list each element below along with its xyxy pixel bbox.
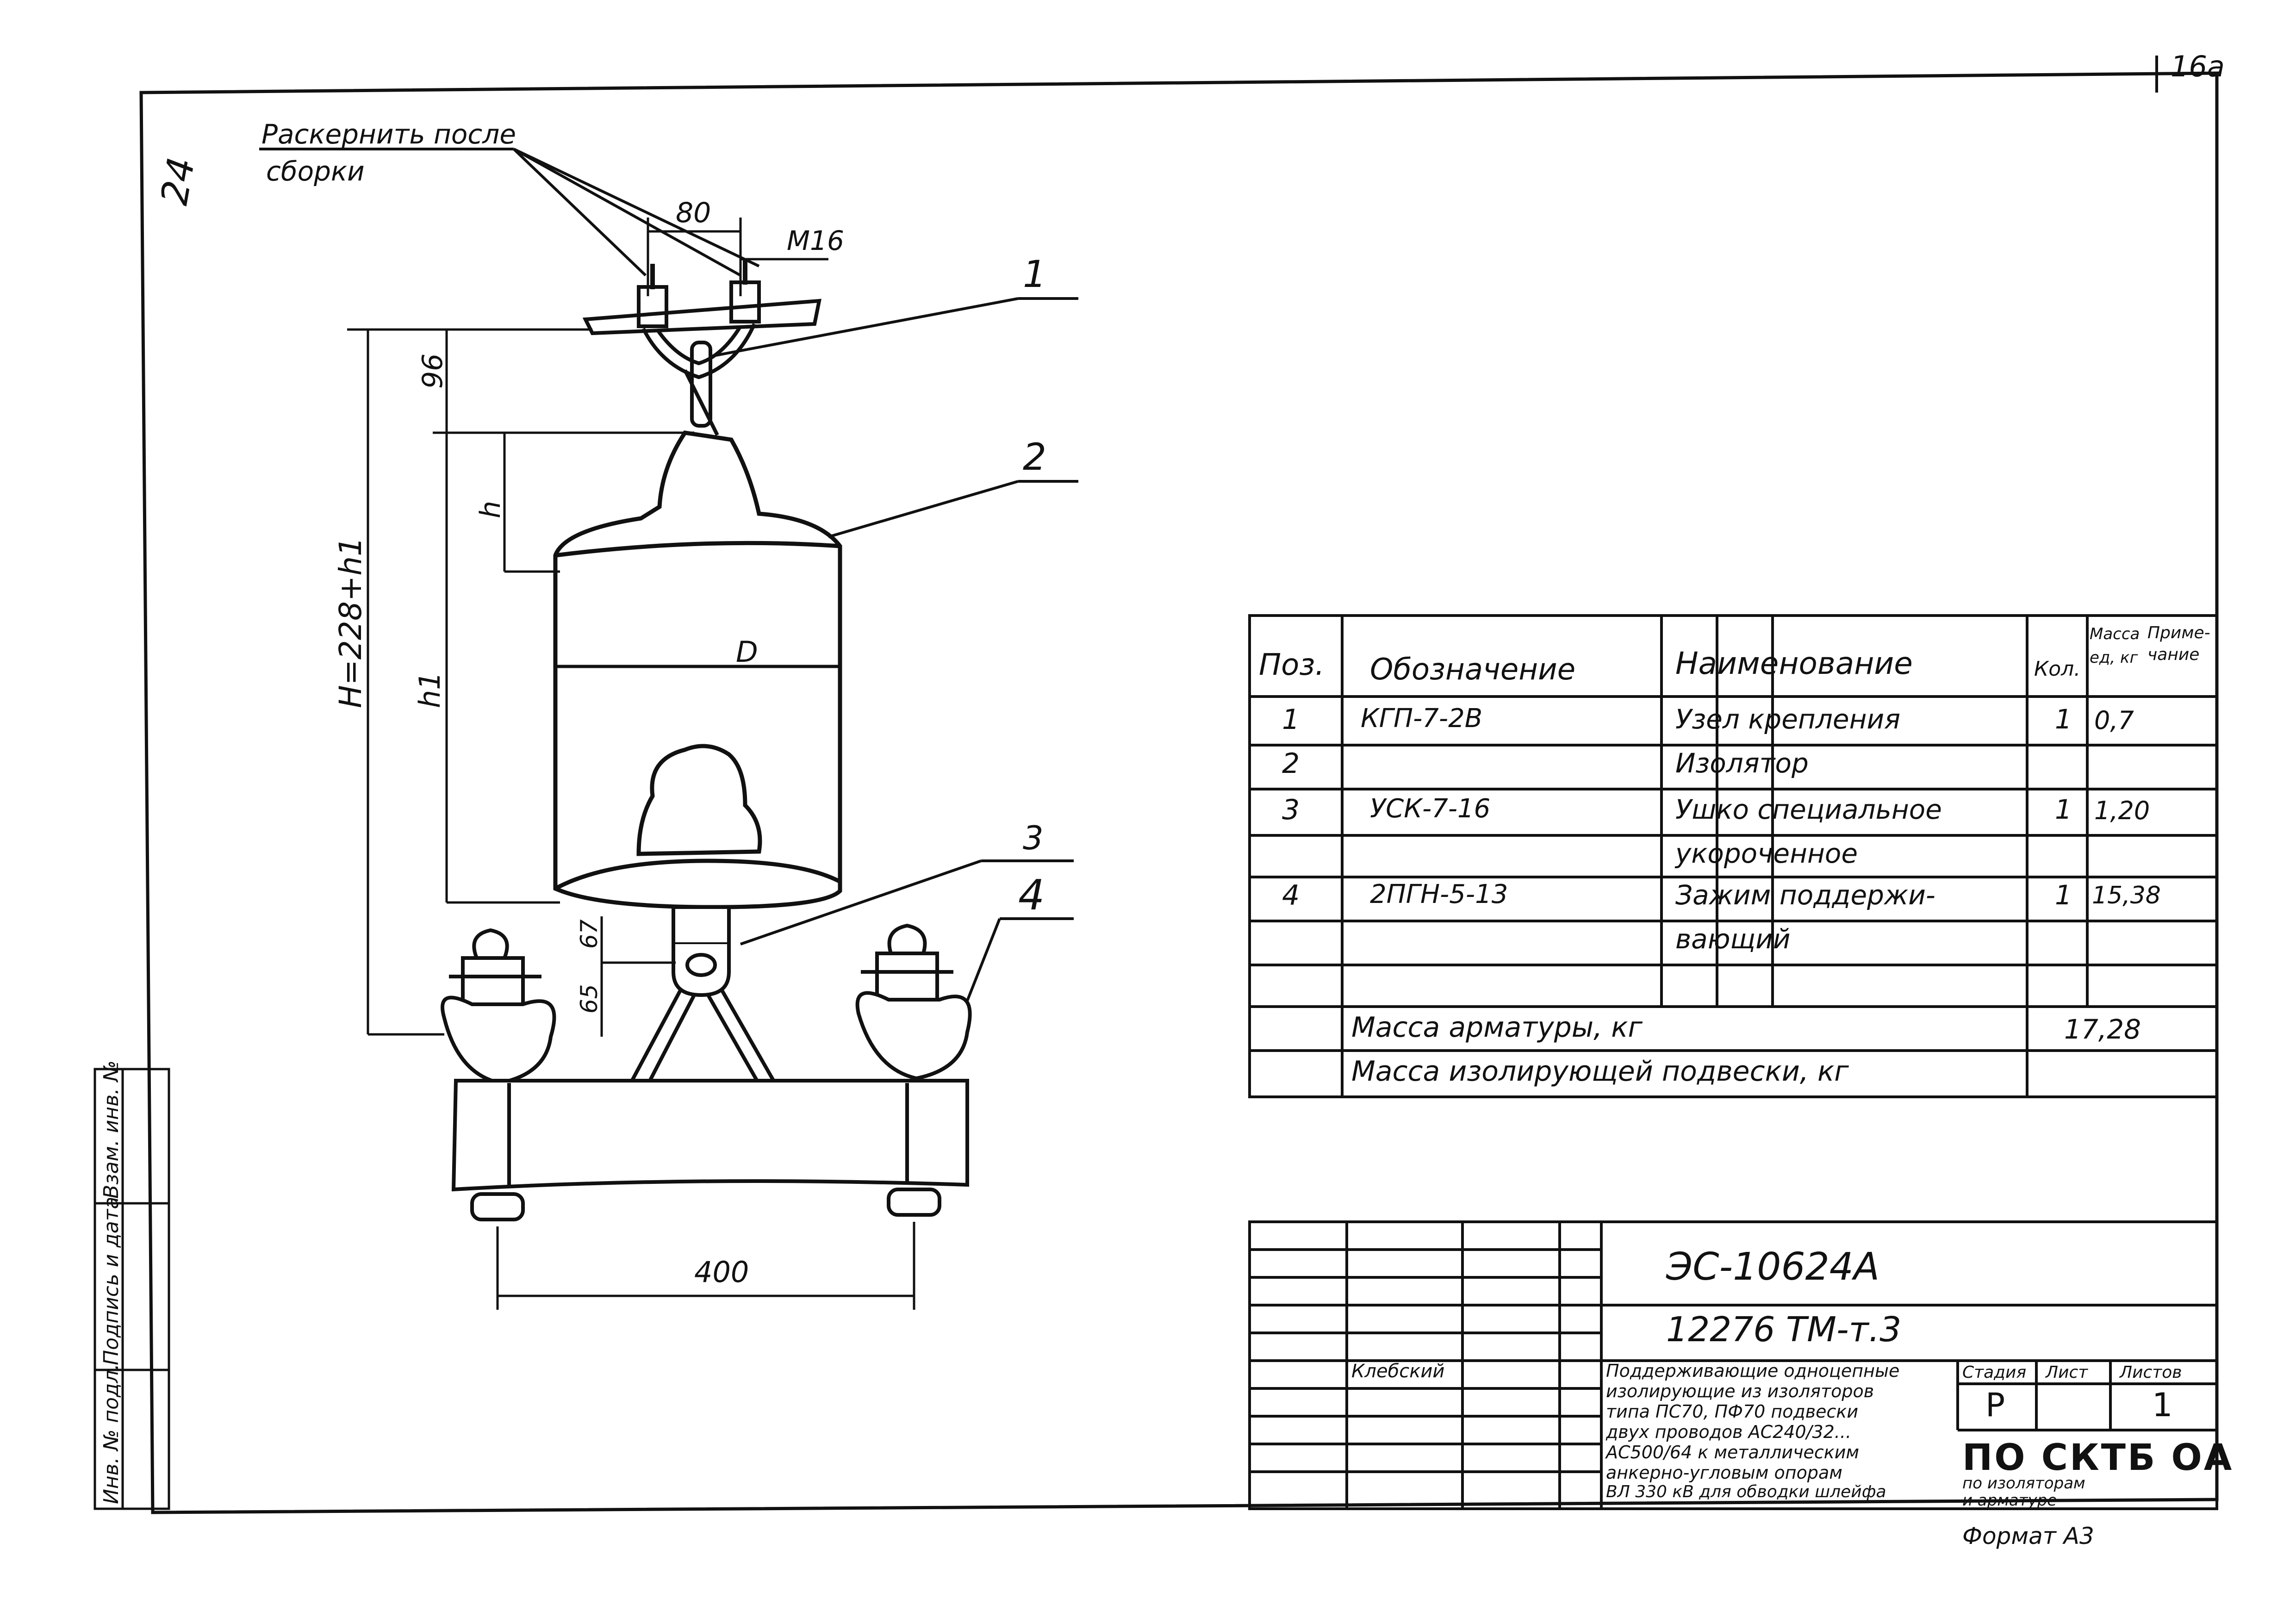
dim-67-65 (600, 916, 676, 1037)
sheet-label: Лист (2046, 1363, 2088, 1382)
org-name: ПО СКТБ ОА (1962, 1437, 2234, 1479)
doc-code: ЭС-10624А (1666, 1245, 1880, 1289)
org-sub-1: по изоляторам (1962, 1474, 2085, 1493)
title-line: двух проводов АС240/32... (1606, 1422, 1852, 1442)
spec-table-grid (1248, 614, 2218, 1098)
spec-row-5-mass: 15,38 (2092, 882, 2161, 909)
title-line: анкерно-угловым опорам (1606, 1462, 1842, 1483)
title-block-grid (1248, 1220, 2218, 1510)
note-leaders (259, 148, 760, 277)
clamp-4-left (441, 928, 556, 1085)
org-sub-2: и арматуре (1962, 1491, 2057, 1510)
dim-h1-label: h1 (413, 672, 447, 708)
dim-67-label: 67 (576, 919, 603, 949)
mass-armature-label: Масса арматуры, кг (1351, 1011, 1643, 1044)
dim-80-label: 80 (676, 197, 711, 229)
spec-row-3-pos: 3 (1282, 794, 1300, 826)
spec-header-designation: Обозначение (1370, 653, 1576, 687)
title-lines: Поддерживающие одноцепные изолирующие из… (1606, 1361, 1958, 1501)
side-stamp-invnum: Взам. инв. № (100, 1060, 123, 1199)
spec-row-3-name: Ушко специальное (1675, 794, 1942, 825)
side-stamp-signature: Подпись и дата (100, 1197, 123, 1365)
spec-row-5-qty: 1 (2055, 879, 2072, 911)
callout-1: 1 (1023, 253, 1046, 296)
sheet-value: 1 (2152, 1386, 2173, 1424)
signer-name: Клебский (1351, 1361, 1445, 1382)
insulator-2 (553, 430, 842, 909)
dim-D-label: D (736, 635, 758, 669)
dim-H-label: H=228+h1 (333, 537, 368, 708)
title-line: изолирующие из изоляторов (1606, 1381, 1874, 1401)
note-line-1: Раскернить после (261, 118, 516, 150)
spec-header-name: Наименование (1675, 646, 1913, 681)
side-stamp-original: Инв. № подл. (100, 1363, 123, 1504)
dim-80 (647, 218, 828, 296)
spec-row-1-des: КГП-7-2В (1361, 703, 1483, 734)
note-line-2: сборки (266, 156, 365, 187)
dim-400-label: 400 (694, 1255, 749, 1289)
fitting-1-fastening-unit (582, 259, 821, 436)
spec-row-3-des: УСК-7-16 (1370, 794, 1491, 824)
spec-header-pos: Поз. (1259, 648, 1325, 682)
spec-row-3-qty: 1 (2055, 794, 2072, 825)
sheet-number-top: 16a (2171, 50, 2225, 83)
spec-row-6-name: вающий (1675, 923, 1791, 955)
sheets-label: Листов (2120, 1363, 2182, 1382)
callout-leaders (710, 297, 1078, 1008)
spec-header-mass: Масса ед, кг (2090, 625, 2140, 667)
spec-row-1-qty: 1 (2055, 703, 2072, 735)
spec-row-1-mass: 0,7 (2094, 706, 2134, 735)
spec-row-2-pos: 2 (1282, 747, 1300, 780)
callout-2: 2 (1023, 436, 1046, 479)
stage-label: Стадия (1962, 1363, 2027, 1382)
spec-row-1-pos: 1 (1282, 703, 1300, 736)
dim-h-label: h (474, 501, 507, 518)
dim-400 (496, 1222, 915, 1310)
yoke (451, 1079, 969, 1221)
title-line: АС500/64 к металлическим (1606, 1442, 1860, 1462)
title-line: типа ПС70, ПФ70 подвески (1606, 1401, 1859, 1422)
spec-row-5-name: Зажим поддержи- (1675, 879, 1935, 911)
project-code: 12276 ТМ-т.3 (1666, 1310, 1902, 1350)
left-dimensions (347, 328, 694, 1036)
spec-header-qty: Кол. (2034, 657, 2081, 681)
spec-header-note: Приме-чание (2147, 623, 2210, 664)
mass-armature-value: 17,28 (2064, 1014, 2141, 1045)
dim-96-label: 96 (417, 354, 449, 389)
callout-4: 4 (1018, 871, 1045, 920)
spec-row-2-name: Изолятор (1675, 747, 1809, 779)
stage-value: Р (1985, 1386, 2005, 1424)
format-label: Формат А3 (1962, 1523, 2094, 1549)
mass-suspension-label: Масса изолирующей подвески, кг (1351, 1055, 1849, 1088)
spec-row-4-name: укороченное (1675, 838, 1858, 869)
spec-row-5-pos: 4 (1282, 879, 1300, 912)
dim-65-label: 65 (576, 984, 603, 1014)
clamp-4-right (855, 923, 972, 1081)
title-line: Поддерживающие одноцепные (1606, 1361, 1900, 1381)
sheet-frame (139, 56, 2219, 1514)
title-line: ВЛ 330 кВ для обводки шлейфа (1606, 1482, 1886, 1501)
dim-m16-label: M16 (787, 225, 844, 256)
side-stamp (93, 1068, 170, 1510)
margin-number: 24 (153, 154, 203, 208)
spec-row-3-mass: 1,20 (2094, 796, 2150, 825)
spec-row-5-des: 2ПГН-5-13 (1370, 879, 1508, 909)
callout-3: 3 (1023, 819, 1044, 857)
spec-row-1-name: Узел крепления (1675, 703, 1901, 735)
